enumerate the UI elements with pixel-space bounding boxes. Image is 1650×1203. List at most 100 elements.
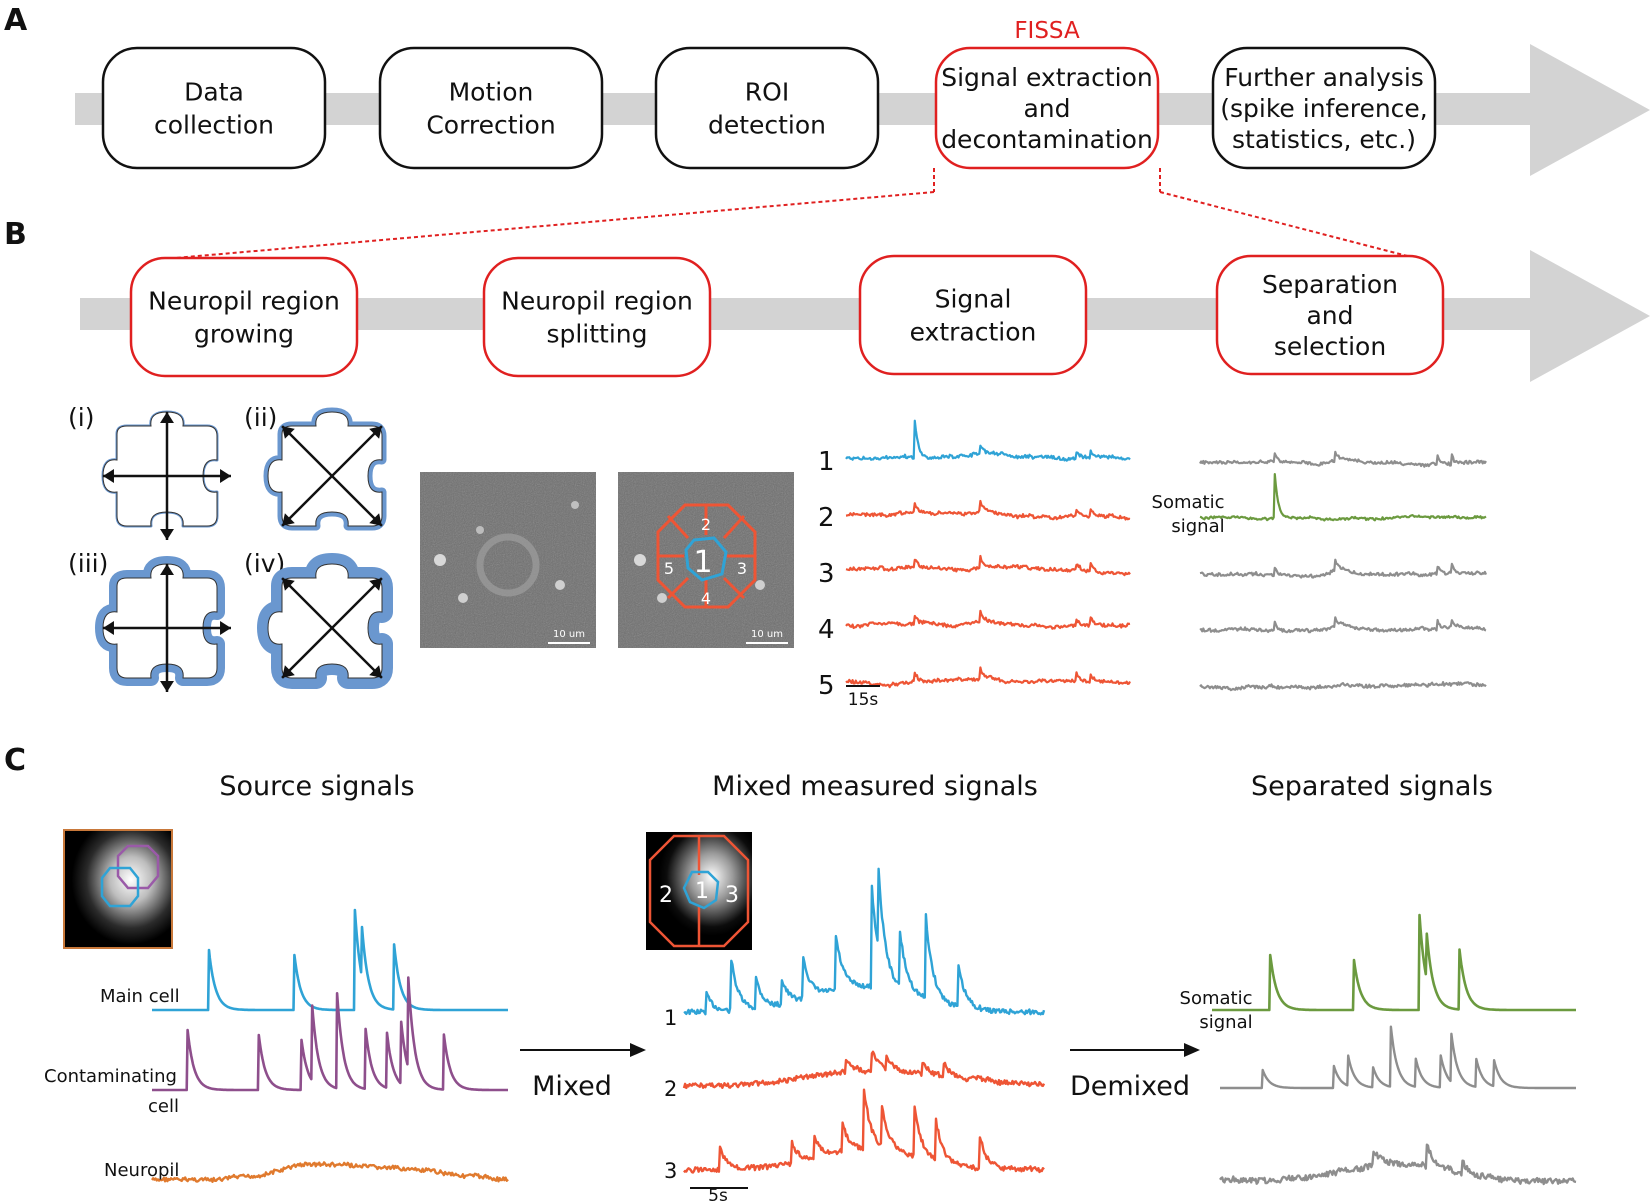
b-stage-4-line-1: Separation (1262, 270, 1398, 299)
label-main-cell: Main cell (100, 986, 180, 1007)
b-stage-1-line-2: growing (194, 320, 294, 349)
somatic-label-c-2: signal (1199, 1012, 1252, 1033)
mixed-number-3: 3 (664, 1159, 677, 1183)
b-stage-4-line-2: and (1306, 301, 1353, 330)
growth-shape-4 (257, 553, 393, 689)
growth-label-2: (ii) (244, 403, 277, 432)
mixed-trace-1 (683, 867, 1046, 1016)
trace-number-5: 5 (818, 671, 835, 701)
trace-contaminating-cell (151, 976, 509, 1092)
separated-trace-b-1 (1199, 450, 1487, 468)
inset-number-1: 1 (695, 879, 709, 904)
separated-trace-3 (1219, 1143, 1577, 1186)
a-stage-5-line-1: Further analysis (1224, 63, 1424, 92)
extracted-trace-1 (845, 419, 1131, 462)
separated-trace-b-4 (1199, 616, 1487, 634)
growth-shape-3 (95, 556, 231, 692)
roi-label-3: 3 (737, 559, 747, 578)
zoom-lines (174, 168, 1416, 259)
somatic-label-b-1: Somatic (1152, 492, 1225, 513)
growth-label-1: (i) (68, 403, 94, 432)
a-stage-2-line-1: Motion (449, 78, 534, 107)
b-stage-1-line-1: Neuropil region (148, 287, 340, 316)
roi-label-4: 4 (701, 589, 711, 608)
b-stage-4-line-3: selection (1274, 332, 1386, 361)
panel-label-c: C (4, 743, 26, 778)
growth-shape-2 (263, 407, 387, 531)
trace-number-4: 4 (818, 615, 835, 645)
microscopy-image-raw: 10 um (420, 472, 596, 648)
scalebar-label-raw: 10 um (553, 629, 585, 640)
a-stage-1-line-2: collection (154, 111, 274, 140)
mixed-inset-image: 1 2 3 (646, 832, 752, 950)
title-source-signals: Source signals (219, 771, 414, 802)
fissa-label: FISSA (1014, 18, 1080, 44)
a-stage-1: Data collection (101, 46, 327, 170)
trace-number-1: 1 (818, 447, 835, 477)
b-stage-2-line-2: splitting (546, 320, 647, 349)
label-contaminating-cell-2: cell (148, 1096, 179, 1117)
mixed-trace-2 (682, 1050, 1046, 1090)
title-separated-signals: Separated signals (1251, 771, 1493, 802)
a-stage-1-line-1: Data (184, 78, 244, 107)
separated-trace-somatic (1211, 913, 1577, 1012)
separated-traces-c (1211, 913, 1577, 1186)
separated-trace-b-3 (1199, 558, 1488, 579)
somatic-label-c-1: Somatic (1180, 988, 1253, 1009)
b-stage-1: Neuropil region growing (129, 256, 359, 378)
roi-label-2: 2 (701, 515, 711, 534)
time-scale-c: 5s (708, 1186, 728, 1203)
source-inset-image (63, 829, 173, 949)
trace-number-3: 3 (818, 559, 835, 589)
mixed-arrow-label: Mixed (532, 1071, 612, 1102)
time-scalebar-c: 5s (690, 1186, 748, 1203)
inset-number-3: 3 (725, 883, 739, 908)
time-scalebar-b: 15s (846, 685, 880, 710)
trace-number-2: 2 (818, 503, 835, 533)
panel-b-stages: Neuropil region growing Neuropil region spl… (129, 254, 1445, 378)
growth-label-3: (iii) (68, 549, 108, 578)
mixed-trace-3 (683, 1088, 1045, 1174)
inset-number-2: 2 (659, 883, 673, 908)
b-stage-2-line-1: Neuropil region (501, 287, 693, 316)
roi-label-1: 1 (693, 545, 712, 580)
extracted-trace-2 (845, 499, 1131, 521)
scalebar-label-roi: 10 um (751, 629, 783, 640)
mixed-arrow: Mixed (520, 1043, 646, 1102)
extracted-trace-5 (845, 666, 1131, 689)
b-stage-3-line-1: Signal (935, 285, 1012, 314)
demixed-arrow: Demixed (1070, 1043, 1200, 1102)
a-stage-5-line-3: statistics, etc.) (1232, 125, 1416, 154)
panel-label-a: A (4, 3, 28, 38)
extracted-traces: 1 2 3 4 5 (818, 419, 1131, 701)
trace-main-cell (151, 908, 509, 1012)
separated-trace-b-2 (1199, 473, 1487, 522)
a-stage-2-line-2: Correction (426, 111, 555, 140)
extracted-trace-3 (845, 554, 1131, 577)
mixed-number-1: 1 (664, 1006, 677, 1030)
time-scale-b: 15s (848, 690, 879, 710)
a-stage-4-line-1: Signal extraction (941, 63, 1153, 92)
source-traces (151, 908, 509, 1184)
mixed-number-2: 2 (664, 1077, 677, 1101)
b-stage-3: Signal extraction (858, 254, 1088, 376)
b-stage-2: Neuropil region splitting (482, 256, 712, 378)
a-stage-3-line-1: ROI (745, 78, 789, 107)
roi-label-5: 5 (664, 559, 674, 578)
growth-shape-1 (101, 410, 231, 540)
a-stage-5-line-2: (spike inference, (1220, 94, 1428, 123)
a-stage-4-line-3: decontamination (941, 125, 1153, 154)
label-neuropil: Neuropil (104, 1160, 179, 1181)
microscopy-image-roi: 1 2 3 4 5 10 um (618, 472, 794, 648)
demixed-arrow-label: Demixed (1070, 1071, 1190, 1102)
a-stage-5: Further analysis(spike inference,statist… (1211, 46, 1437, 170)
b-stage-3-line-2: extraction (910, 318, 1037, 347)
trace-neuropil (151, 1161, 509, 1184)
separated-trace-b-5 (1199, 681, 1487, 692)
title-mixed-signals: Mixed measured signals (712, 771, 1038, 802)
